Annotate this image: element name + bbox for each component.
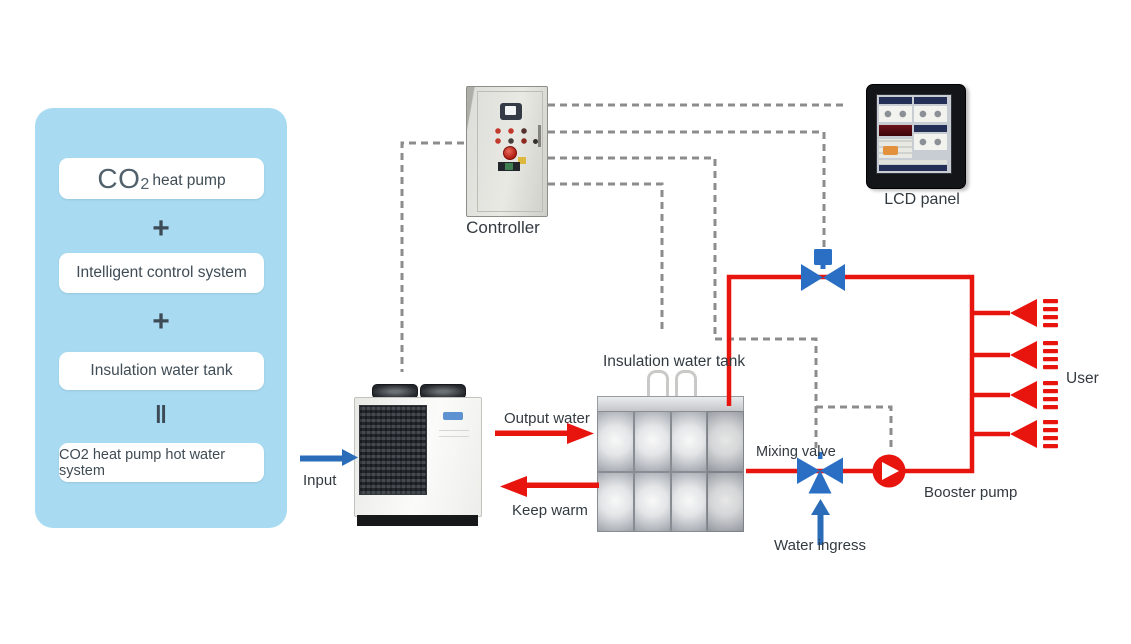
control-line-tank xyxy=(548,182,664,332)
tank-front xyxy=(597,411,744,532)
controller-handle xyxy=(538,125,541,147)
summary-insulation-tank: Insulation water tank xyxy=(59,352,264,390)
emergency-stop-button xyxy=(503,146,517,160)
input-label: Input xyxy=(303,472,337,489)
motorized-valve-icon xyxy=(801,249,845,291)
user-outlet-icons xyxy=(1010,299,1058,449)
co2-subscript: 2 xyxy=(140,175,150,193)
plus-sign: + xyxy=(152,212,170,245)
co2-text: CO xyxy=(97,162,141,194)
summary-result-system: CO2 heat pump hot water system xyxy=(59,443,264,482)
hot-water-pipe-loop xyxy=(726,274,975,474)
heat-pump-logo xyxy=(443,412,463,420)
lcd-panel-label: LCD panel xyxy=(884,191,960,208)
heat-pump-panel-lines xyxy=(439,428,469,442)
heat-pump-body xyxy=(354,397,482,517)
water-ingress-label: Water ingress xyxy=(774,537,866,554)
lcd-screen xyxy=(876,94,952,174)
controller-cabinet xyxy=(466,86,548,217)
heat-pump-grille xyxy=(359,405,427,495)
tank-top xyxy=(597,396,744,412)
keep-warm-arrow xyxy=(500,476,599,497)
control-line-booster-pump xyxy=(816,405,893,449)
insulation-tank-label: Insulation water tank xyxy=(603,353,746,370)
controller-key xyxy=(518,157,526,164)
heat-pump-text: heat pump xyxy=(152,171,226,189)
controller-door xyxy=(477,91,543,212)
controller-label: Controller xyxy=(466,218,540,237)
controller-switch xyxy=(498,162,520,171)
heat-pump-base xyxy=(357,515,478,526)
controller-indicator-lights xyxy=(495,128,529,144)
input-arrow xyxy=(300,449,358,466)
output-water-label: Output water xyxy=(504,410,590,427)
summary-intelligent-control: Intelligent control system xyxy=(59,253,264,293)
lcd-panel-device xyxy=(866,84,966,189)
keep-warm-label: Keep warm xyxy=(512,502,588,519)
booster-pump-label: Booster pump xyxy=(924,484,1018,501)
control-line-heat-pump xyxy=(400,141,464,372)
controller-display xyxy=(500,103,522,120)
plus-sign: + xyxy=(152,305,170,338)
co2-heat-pump-unit xyxy=(354,384,482,529)
control-line-top-valve xyxy=(548,130,826,249)
booster-pump-icon xyxy=(872,454,906,488)
mixing-valve-label: Mixing valve xyxy=(756,444,836,460)
equals-sign: ‖ xyxy=(154,401,168,429)
controller-indicator xyxy=(533,139,538,144)
insulation-water-tank-illustration xyxy=(597,368,744,532)
user-label: User xyxy=(1066,370,1099,387)
